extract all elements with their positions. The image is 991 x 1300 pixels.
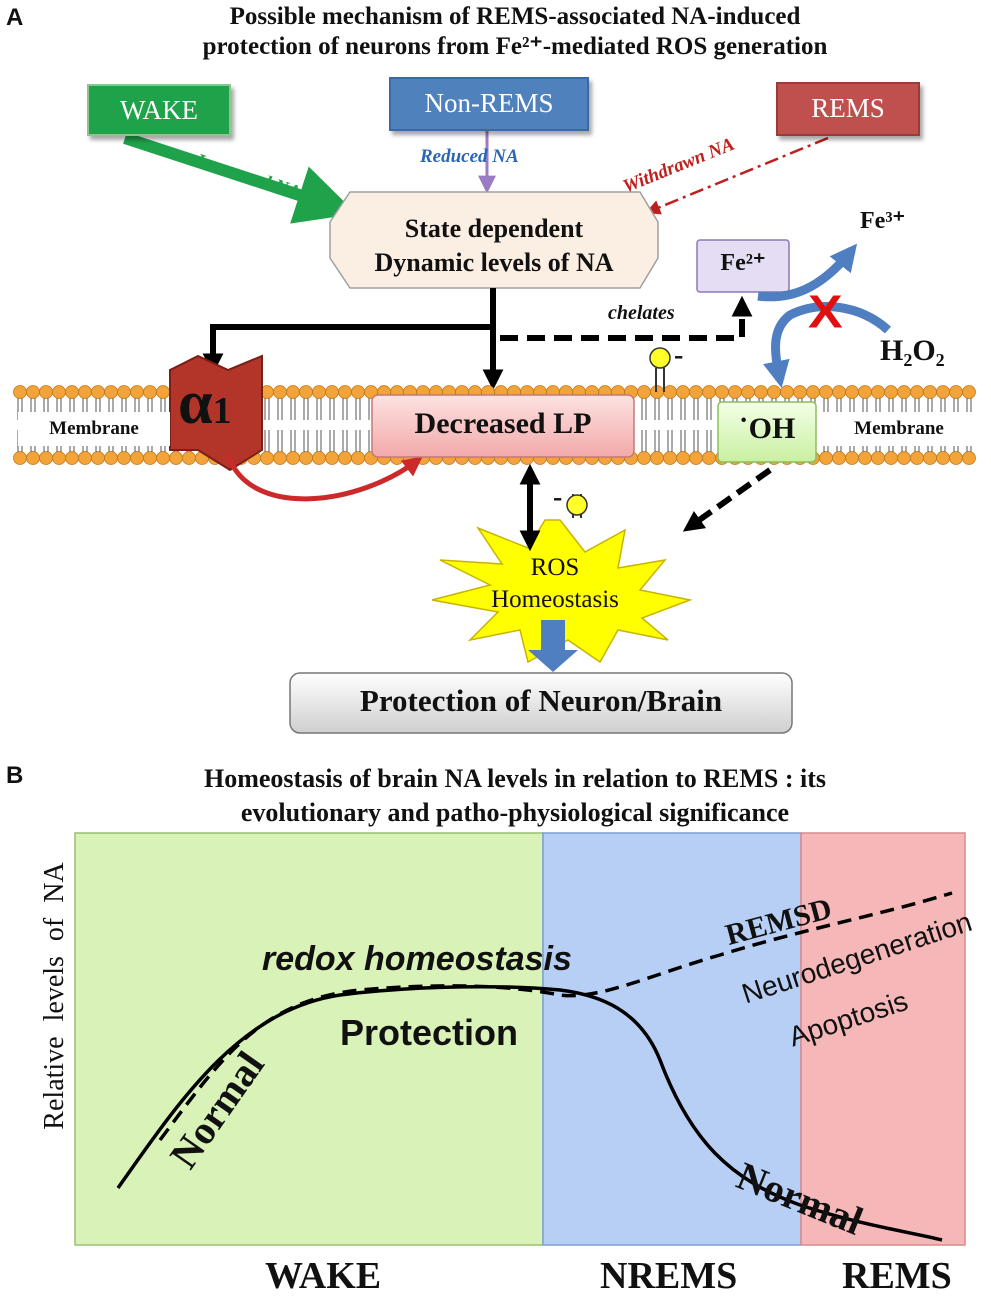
rems-state-box: REMS — [776, 82, 920, 136]
fe2-label: Fe²⁺ — [720, 250, 766, 276]
redox-homeostasis-label: redox homeostasis — [262, 940, 572, 978]
mechanism-diagram — [13, 130, 976, 734]
wake-region — [74, 832, 544, 1246]
chelates-label: chelates — [608, 302, 675, 324]
fe3-arrow — [757, 243, 858, 302]
panel-a-title-line2: protection of neurons from Fe²⁺-mediated… — [202, 33, 828, 60]
decreased-lp-box — [371, 394, 635, 458]
state-dependent-text: State dependent Dynamic levels of NA — [330, 212, 658, 280]
state-line1: State dependent — [404, 214, 584, 243]
ros-to-protection-arrow — [528, 620, 578, 672]
h2o2-label: H₂O₂ — [880, 334, 945, 367]
protection-label: Protection of Neuron/Brain — [359, 683, 723, 718]
fe2-box — [696, 239, 790, 293]
rems-region — [800, 832, 966, 1246]
hexagon-to-alpha-arrow — [202, 324, 493, 375]
hydroxyl-label: ˙OH — [738, 412, 796, 445]
non-rems-state-box: Non-REMS — [389, 77, 589, 131]
state-line2: Dynamic levels of NA — [374, 248, 614, 277]
increased-na-arrow — [123, 132, 357, 224]
state-dependent-hexagon — [329, 191, 659, 289]
fe3-label: Fe³⁺ — [860, 208, 906, 234]
antioxidant-minus-bottom: - — [553, 482, 563, 513]
panel-a-title: Possible mechanism of REMS-associated NA… — [40, 2, 990, 62]
wake-state-box: WAKE — [87, 84, 231, 136]
blocked-reaction-icon: X — [808, 285, 843, 339]
protection-box — [289, 672, 793, 734]
hydroxyl-radical-box — [717, 401, 817, 463]
panel-a-letter: A — [6, 4, 24, 31]
ros-line2: Homeostasis — [491, 586, 619, 613]
protection-chart-label: Protection — [340, 1012, 519, 1053]
nrems-axis-label: NREMS — [600, 1255, 738, 1297]
rems-axis-label: REMS — [842, 1255, 952, 1297]
remsd-na-curve — [158, 891, 953, 1142]
nrems-region — [542, 832, 802, 1246]
decreased-lp-label: Decreased LP — [414, 407, 592, 440]
wake-axis-label: WAKE — [265, 1255, 382, 1297]
panel-b-title: Homeostasis of brain NA levels in relati… — [40, 762, 990, 830]
alpha1-receptor-shape — [169, 354, 263, 472]
ros-homeostasis-text: ROS Homeostasis — [455, 552, 655, 616]
ros-line1: ROS — [530, 554, 580, 581]
panel-b-title-line2: evolutionary and patho-physiological sig… — [240, 798, 790, 827]
alpha-symbol: α — [178, 369, 213, 437]
oh-formation-arrow — [763, 302, 891, 388]
panel-b-letter: B — [6, 762, 24, 789]
withdrawn-na-arrow — [645, 136, 829, 215]
reduced-na-label: Reduced NA — [420, 146, 519, 167]
alpha1-label: α1 — [178, 368, 232, 446]
antioxidant-icon-bottom — [566, 494, 588, 518]
antioxidant-icon-top — [649, 347, 671, 392]
membrane-label-right: Membrane — [822, 412, 976, 446]
antioxidant-minus-top: - — [674, 340, 684, 371]
membrane-label-left: Membrane — [18, 412, 170, 446]
alpha-to-lp-arrow — [225, 454, 423, 502]
panel-b-title-line1: Homeostasis of brain NA levels in relati… — [203, 764, 827, 793]
alpha-subscript: 1 — [212, 390, 232, 432]
panel-a-title-line1: Possible mechanism of REMS-associated NA… — [229, 3, 801, 30]
oh-to-ros-arrow — [682, 467, 772, 532]
